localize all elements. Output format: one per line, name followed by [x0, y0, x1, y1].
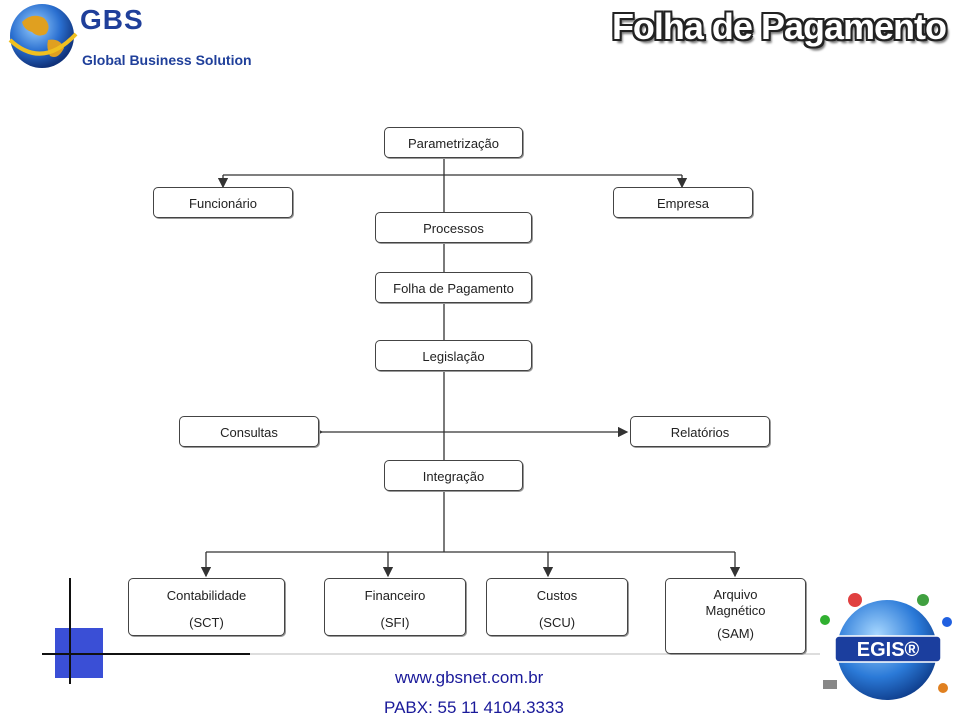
orb-icon: [848, 593, 862, 607]
gbs-subtitle: Global Business Solution: [82, 52, 252, 68]
orb-icon: [917, 594, 929, 606]
node-empresa: Empresa: [613, 187, 753, 218]
footer-phone: PABX: 55 11 4104.3333: [384, 698, 564, 717]
egis-logo: EGIS®: [820, 593, 952, 700]
module-arquivo-magnetico: Arquivo Magnético (SAM): [665, 578, 806, 654]
gbs-acronym: GBS: [80, 4, 144, 35]
module-name: Contabilidade: [166, 588, 247, 603]
node-processos: Processos: [375, 212, 532, 243]
module-code: (SFI): [380, 614, 410, 630]
globe-icon: [8, 4, 78, 68]
info-icon: [942, 617, 952, 627]
module-contabilidade: Contabilidade (SCT): [128, 578, 285, 636]
module-custos: Custos (SCU): [486, 578, 628, 636]
node-relatorios: Relatórios: [630, 416, 770, 447]
orb-icon: [820, 615, 830, 625]
module-code: (SCU): [538, 614, 576, 630]
module-code: (SCT): [189, 614, 224, 630]
node-integracao: Integração: [384, 460, 523, 491]
egis-wordmark: EGIS®: [857, 639, 920, 661]
page-title: Folha de Pagamento: [611, 6, 947, 47]
node-funcionario: Funcionário: [153, 187, 293, 218]
module-name: Arquivo Magnético: [705, 587, 766, 618]
device-icon: [823, 680, 837, 689]
module-code: (SAM): [717, 626, 754, 642]
module-name: Financeiro: [364, 588, 426, 603]
node-parametrizacao: Parametrização: [384, 127, 523, 158]
orb-icon: [938, 683, 948, 693]
footer-website-link[interactable]: www.gbsnet.com.br: [395, 668, 544, 687]
module-financeiro: Financeiro (SFI): [324, 578, 466, 636]
node-legislacao: Legislação: [375, 340, 532, 371]
node-folha-de-pagamento: Folha de Pagamento: [375, 272, 532, 303]
node-consultas: Consultas: [179, 416, 319, 447]
module-name: Custos: [536, 588, 578, 603]
